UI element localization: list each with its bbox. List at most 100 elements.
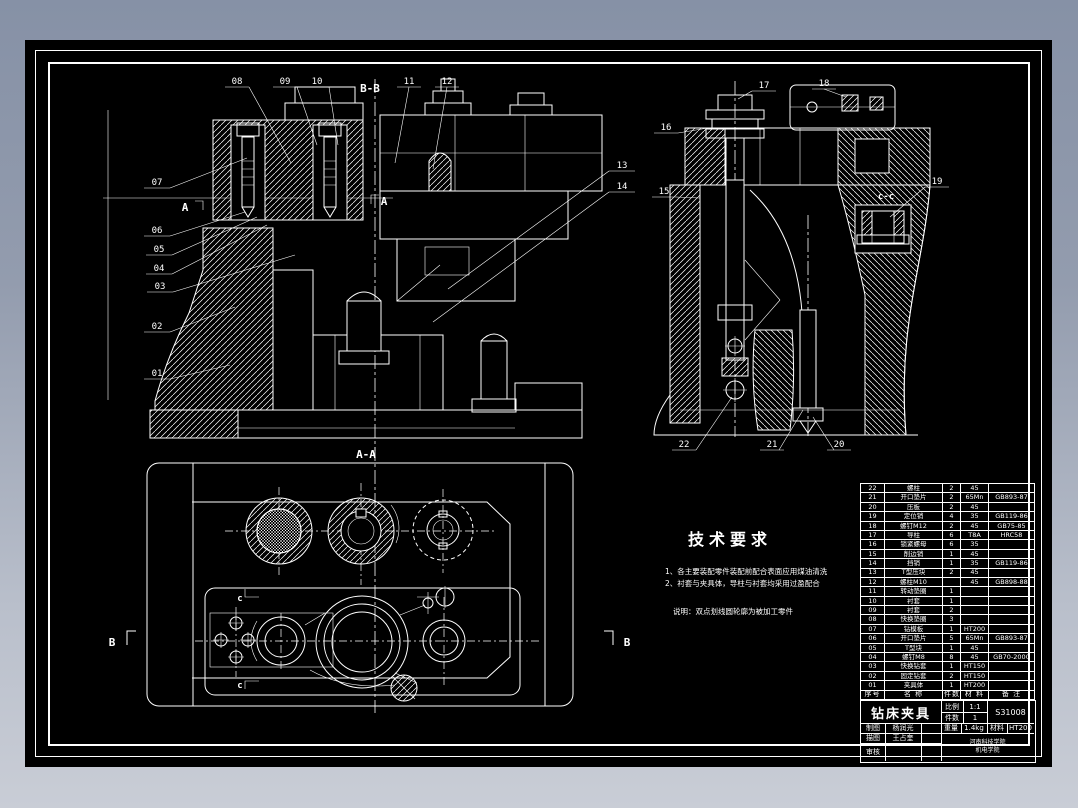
sheet-outer-border [35,50,1042,757]
right-view-labels: 17 18 16 15 19 c-c 22 21 20 [652,79,949,451]
drafter-name: 杨润光 [885,723,922,734]
bushing-holes-top [245,497,474,565]
main-section-view: 08 09 10 B-B 11 12 13 14 07 06 05 04 03 [103,77,635,451]
drawing-number: S31008 [987,701,1034,724]
balloon-02: 02 [152,322,163,332]
material-value: HT200 [1007,723,1034,734]
balloon-05: 05 [154,245,165,255]
balloon-06: 06 [152,226,163,236]
balloon-16: 16 [661,123,672,133]
baseplate-outline [146,462,574,707]
qty-label: 件数 [941,712,964,724]
title-block: 钻床夹具 比例 1:1 件数 1 S31008 制图 杨润光 重量 1.4kg … [860,700,1036,763]
top-right-subassembly [789,84,896,131]
material-label: 材料 [987,723,1008,734]
balloon-14: 14 [617,182,628,192]
main-view-labels: 08 09 10 B-B 11 12 13 14 07 06 05 04 03 [144,77,635,380]
title-part-name: 钻床夹具 [861,701,942,724]
tracer-label: 描图 [861,733,886,744]
balloon-17: 17 [759,81,770,91]
right-block-section [379,78,603,413]
section-label-bb: B-B [360,82,380,95]
tech-requirement-item-1: 1、各主要装配零件装配前配合表面应用煤油清洗 [665,567,828,576]
tracer-name: 王占奎 [885,733,922,744]
lower-panel [204,586,521,702]
balloon-04: 04 [154,264,165,274]
balloon-07: 07 [152,178,163,188]
locating-pin-section [752,309,824,434]
right-section-view: 17 18 16 15 19 c-c 22 21 20 [652,79,949,451]
qty-value: 1 [963,712,988,724]
balloon-03: 03 [155,282,166,292]
balloon-10: 10 [312,77,323,87]
balloon-21: 21 [767,440,778,450]
balloon-20: 20 [834,440,845,450]
drafter-extra-cell [921,723,942,734]
drill-template-section [212,86,364,221]
datum-a-mid: A [381,195,388,208]
organization-line-1: 河南科技学院 [969,739,1006,747]
scale-label: 比例 [941,701,964,713]
checker-name [885,743,922,761]
cc-bushing-section [854,204,912,254]
weight-value: 1.4kg [961,723,988,734]
plan-view: A-A B B c c [109,447,631,713]
section-label-cc: c-c [878,192,894,202]
balloon-15: 15 [659,187,670,197]
datum-a-left: A [182,201,189,214]
balloon-08: 08 [232,77,243,87]
balloon-12: 12 [442,77,453,87]
section-label-aa: A-A [356,448,376,461]
tech-requirements-note: 说明：双点划线圆轮廓为被加工零件 [673,607,793,616]
sheet-inner-border [48,62,1030,746]
clamp-bolts [236,122,342,218]
tracer-extra-cell [921,733,942,744]
checker-label: 审核 [861,743,886,761]
section-mark-c-top: c [237,594,242,604]
scale-value: 1:1 [963,701,988,713]
drafter-label: 制图 [861,723,886,734]
plan-centerlines [195,447,540,713]
organization-cell: 河南科技学院 机电学院 [941,733,1034,761]
tech-requirement-item-2: 2、衬套与夹具体，导柱与衬套均采用过盈配合 [665,579,820,588]
balloon-09: 09 [280,77,291,87]
technical-requirements: 技术要求 1、各主要装配零件装配前配合表面应用煤油清洗 2、衬套与夹具体，导柱与… [655,518,905,628]
section-mark-b-left: B [109,636,116,649]
organization-line-2: 机电学院 [975,747,1000,754]
balloon-11: 11 [404,77,415,87]
section-mark-b-right: B [624,636,631,649]
plan-view-labels: A-A B B c c [109,448,631,691]
balloon-18: 18 [819,79,830,89]
tech-requirements-title: 技术要求 [688,530,773,549]
balloon-19: 19 [932,177,943,187]
balloon-22: 22 [679,440,690,450]
checker-extra-cell [921,743,942,761]
section-mark-c-bottom: c [237,681,242,691]
parts-table-header-row: 序号名 称件数材 料备 注 [860,689,1035,701]
